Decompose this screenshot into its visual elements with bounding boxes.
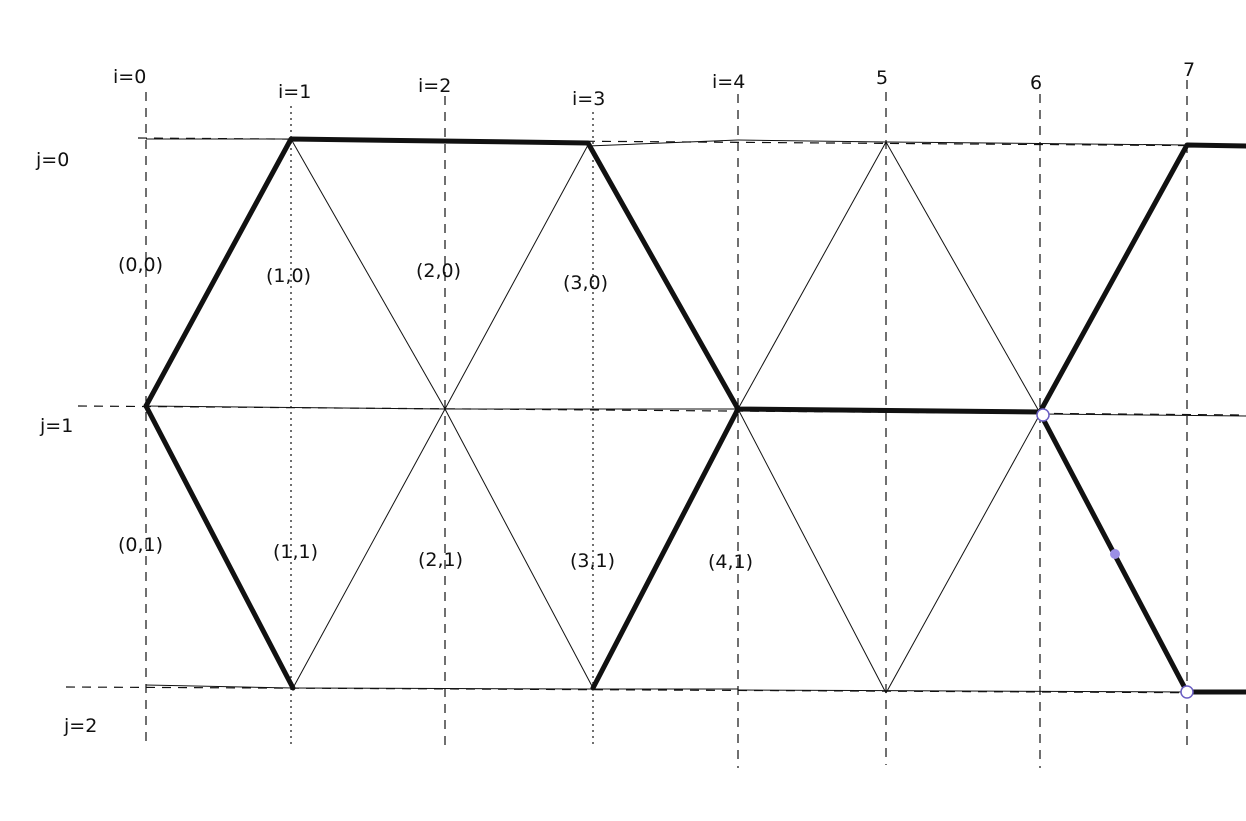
edge — [145, 684, 294, 689]
column-label: i=3 — [572, 88, 605, 110]
cell-label: (3,1) — [570, 550, 615, 572]
edge — [885, 413, 1041, 694]
edge — [1039, 413, 1246, 417]
vertex-handle[interactable] — [1036, 408, 1050, 422]
edge — [444, 408, 594, 689]
cell-label: (1,1) — [273, 541, 318, 563]
row-labels: j=0 j=1 j=2 — [35, 149, 97, 737]
edge — [290, 138, 446, 410]
column-label: i=2 — [418, 75, 451, 97]
row-label: j=2 — [63, 715, 97, 737]
edge — [737, 141, 887, 410]
column-label: 7 — [1183, 59, 1195, 81]
cell-label: (2,1) — [418, 549, 463, 571]
highlight-path — [1037, 410, 1246, 695]
edge — [737, 139, 887, 143]
thin-edges — [145, 138, 1246, 694]
column-label: i=0 — [113, 66, 146, 88]
thick-edges — [143, 136, 1246, 695]
cell-label: (1,0) — [266, 265, 311, 287]
edge — [587, 139, 739, 147]
cell-label: (4,1) — [708, 551, 753, 573]
column-label: 6 — [1030, 72, 1042, 94]
row-label: j=0 — [35, 149, 69, 171]
row-guides — [65, 137, 1246, 694]
edge — [292, 687, 594, 690]
cell-label: (3,0) — [563, 272, 608, 294]
edge — [292, 408, 446, 689]
cell-labels: (0,0) (1,0) (2,0) (3,0) (0,1) (1,1) (2,1… — [118, 254, 753, 573]
column-labels: i=0 i=1 i=2 i=3 i=4 5 6 7 — [113, 59, 1195, 110]
cell-label: (0,1) — [118, 534, 163, 556]
row-label: j=1 — [39, 415, 73, 437]
selection-handles[interactable] — [1036, 408, 1194, 699]
cell-label: (2,0) — [416, 260, 461, 282]
edge — [737, 408, 887, 694]
edge — [885, 141, 1041, 414]
vertex-handle[interactable] — [1180, 685, 1194, 699]
column-label: i=4 — [712, 71, 745, 93]
column-label: i=1 — [278, 81, 311, 103]
column-guides — [145, 80, 1188, 768]
edge — [444, 144, 589, 410]
edge — [737, 689, 1188, 693]
highlight-path — [590, 406, 741, 691]
highlight-path — [143, 403, 296, 691]
row-guide-j2 — [65, 686, 1246, 694]
edge — [885, 141, 1188, 146]
edge — [145, 405, 446, 410]
midpoint-handle[interactable] — [1110, 549, 1120, 559]
column-label: 5 — [876, 67, 888, 89]
cell-label: (0,0) — [118, 254, 163, 276]
